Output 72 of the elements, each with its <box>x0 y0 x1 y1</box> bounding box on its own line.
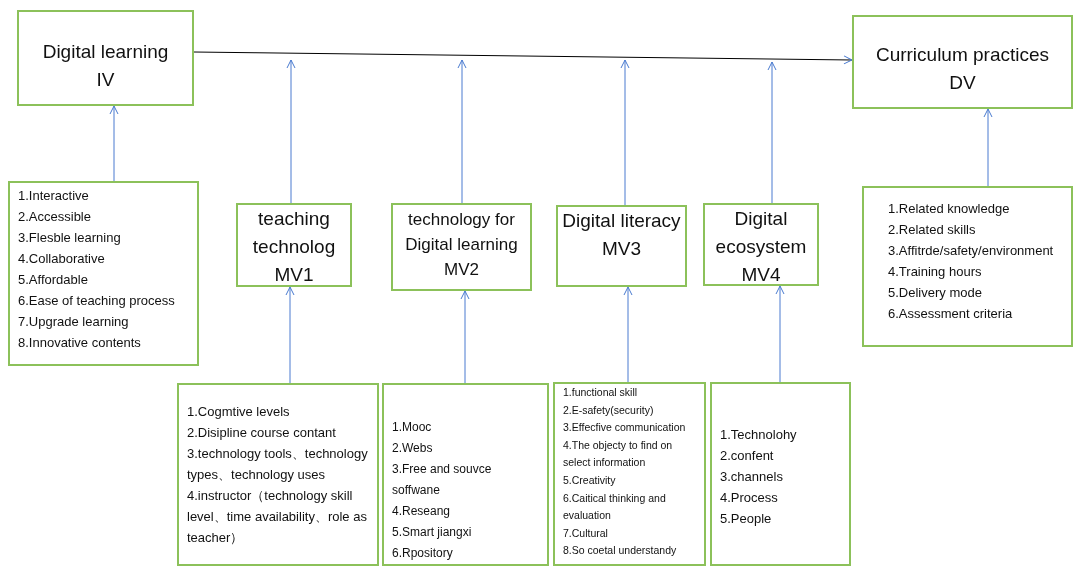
list-item: 5.Delivery mode <box>888 284 983 302</box>
variable-name: Digital learning <box>41 40 170 64</box>
variable-code: MV2 <box>443 259 480 281</box>
variable-name: Digital literacy <box>561 209 682 233</box>
list-item: 1.Related knowledge <box>888 200 1011 218</box>
variable-box <box>391 203 532 291</box>
item-list-box <box>862 186 1073 347</box>
list-item: 1.Technolohy <box>720 426 798 444</box>
list-item: 2.E-safety(security) <box>563 402 655 418</box>
list-item: 1.Cogmtive levels <box>187 403 291 421</box>
variable-name: Curriculum practices <box>874 43 1051 67</box>
variable-name: teaching technolog <box>251 207 337 259</box>
list-item: 5.Affordable <box>18 271 89 289</box>
list-item: 2.Disipline course contant <box>187 424 337 442</box>
arrow <box>623 286 633 383</box>
arrow <box>620 59 630 206</box>
variable-box <box>703 203 819 286</box>
variable-box <box>852 15 1073 109</box>
list-item: 5.People <box>720 510 773 528</box>
list-item: 6.Rpository <box>392 545 454 562</box>
list-item: 3.technology tools、technology types、technology uses <box>187 445 369 484</box>
arrow <box>457 59 467 204</box>
list-item: 8.Innovative contents <box>18 334 142 352</box>
list-item: 3.channels <box>720 468 784 486</box>
item-list-box <box>382 383 549 566</box>
list-item: 7.Upgrade learning <box>18 313 130 331</box>
list-item: 6.Caitical thinking and evaluation <box>563 490 667 524</box>
list-item: 3.Effecfive communication <box>563 420 687 436</box>
list-item: 4.instructor（technology skill level、time availability、role as teacher） <box>187 487 368 547</box>
list-item: 1.Mooc <box>392 419 433 436</box>
arrow <box>286 59 296 204</box>
arrow <box>193 51 853 65</box>
variable-code: DV <box>948 71 977 95</box>
list-item: 5.Creativity <box>563 472 617 488</box>
list-item: 4.The objecty to find on select information <box>563 437 674 471</box>
list-item: 7.Cultural <box>563 525 609 541</box>
list-item: 5.Smart jiangxi <box>392 524 473 541</box>
arrow <box>775 285 785 383</box>
list-item: 4.Process <box>720 489 779 507</box>
list-item: 4.Reseang <box>392 503 452 520</box>
list-item: 1.Interactive <box>18 187 90 205</box>
item-list-box <box>8 181 199 366</box>
arrow <box>460 290 470 384</box>
list-item: 2.Accessible <box>18 208 92 226</box>
list-item: 2.Webs <box>392 440 434 457</box>
variable-box <box>236 203 352 287</box>
list-item: 4.Training hours <box>888 263 983 281</box>
arrow <box>285 286 295 384</box>
list-item: 3.Affitrde/safety/environment <box>888 242 1055 260</box>
list-item: 6.Ease of teaching process <box>18 292 176 310</box>
arrow <box>767 61 777 204</box>
item-list-box <box>710 382 851 566</box>
variable-name: Digital ecosystem <box>714 207 808 259</box>
variable-name: technology for Digital learning <box>404 209 519 256</box>
list-item: 4.Collaborative <box>18 250 106 268</box>
item-list-box <box>553 382 706 566</box>
variable-code: MV1 <box>273 263 315 287</box>
variable-box <box>17 10 194 106</box>
arrow <box>109 105 119 182</box>
variable-box <box>556 205 687 287</box>
list-item: 8.So coetal understandy <box>563 543 678 559</box>
variable-code: MV4 <box>740 263 782 287</box>
list-item: 1.functional skill <box>563 385 639 400</box>
arrow <box>983 108 993 187</box>
list-item: 2.confent <box>720 447 775 465</box>
variable-code: MV3 <box>600 237 643 261</box>
item-list-box <box>177 383 379 566</box>
variable-code: IV <box>95 68 116 92</box>
list-item: 3.Flesble learning <box>18 229 122 247</box>
list-item: 2.Related skills <box>888 221 977 239</box>
list-item: 6.Assessment criteria <box>888 305 1014 323</box>
list-item: 3.Free and souvce soffwane <box>392 461 493 499</box>
